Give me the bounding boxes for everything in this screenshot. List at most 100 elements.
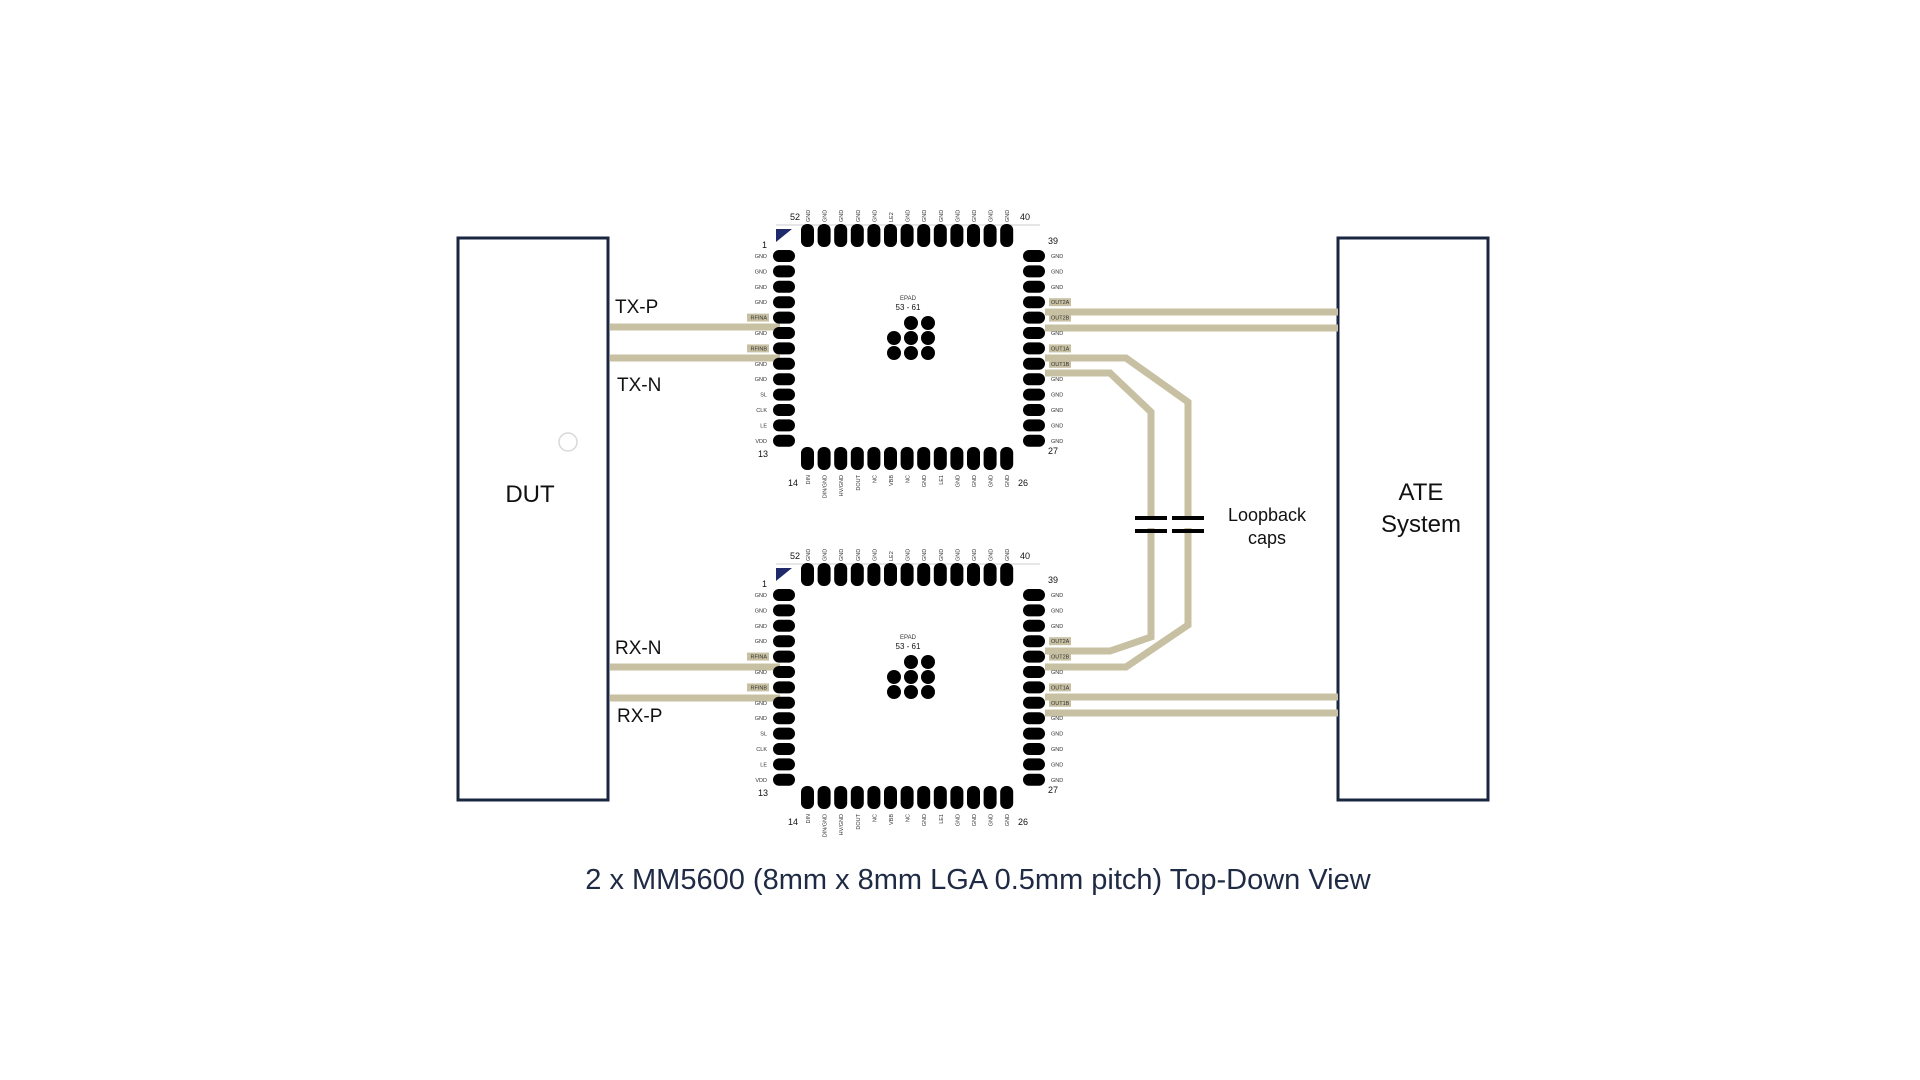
pin-label-top: GND (823, 549, 829, 561)
epad-dot (904, 685, 918, 699)
pin-label-bottom: GND (922, 475, 928, 487)
signal-label-rx-n: RX-N (615, 638, 661, 659)
pad-top (834, 224, 848, 247)
pad-bottom (850, 447, 864, 470)
pin-label-left: GND (755, 331, 767, 337)
pin-label-highlight (747, 652, 769, 661)
pin-label-top: GND (989, 210, 995, 222)
pin-number-right-top: 39 (1048, 236, 1058, 246)
pin-number-bottom-right: 26 (1018, 478, 1028, 488)
pad-right (1023, 434, 1045, 447)
pad-right (1023, 357, 1045, 370)
pin-label-bottom: DIN/GND (823, 475, 829, 498)
pad-right (1023, 696, 1045, 709)
pad-right (1023, 743, 1045, 755)
pin-number-top-left: 52 (790, 551, 800, 561)
pin-label-top: GND (939, 549, 945, 561)
pin-label-right: OUT2B (1051, 655, 1070, 661)
pin-label-bottom: GND (1005, 814, 1011, 826)
pin-label-bottom: VBB (889, 475, 895, 486)
pin-label-bottom: NC (872, 814, 878, 822)
pin-label-right: OUT2B (1051, 316, 1070, 322)
pad-bottom (817, 447, 831, 470)
pad-top (817, 563, 831, 586)
pad-right (1023, 619, 1045, 632)
pin-label-right: OUT1A (1051, 346, 1070, 352)
pin-number-left-bottom: 13 (758, 449, 768, 459)
pin-label-right: GND (1051, 593, 1063, 599)
pin-label-right: GND (1051, 285, 1063, 291)
pin-label-bottom: VBB (889, 814, 895, 825)
pad-top (917, 224, 931, 247)
pin-label-left: GND (755, 377, 767, 383)
pad-bottom (950, 786, 964, 809)
pad-left (773, 681, 795, 694)
pin-label-left: CLK (756, 408, 767, 414)
epad-dot (904, 331, 918, 345)
pad-right (1023, 419, 1045, 432)
pin-label-right: GND (1051, 331, 1063, 337)
pad-bottom (900, 786, 914, 809)
pad-right (1023, 250, 1045, 262)
pad-top (1000, 563, 1014, 586)
signal-traces (610, 308, 1338, 717)
pin-label-highlight (747, 344, 769, 353)
ate-label-line1: ATE (1399, 479, 1444, 506)
pin-label-left: RFINA (751, 316, 768, 322)
pad-right (1023, 342, 1045, 355)
pin-label-top: GND (1005, 210, 1011, 222)
pin-label-highlight (1049, 313, 1071, 322)
pin-label-right: GND (1051, 762, 1063, 768)
pin-label-bottom: GND (989, 814, 995, 826)
pad-bottom (867, 447, 881, 470)
pin-label-top: GND (872, 210, 878, 222)
pad-right (1023, 604, 1045, 617)
pin-label-highlight (1049, 637, 1071, 646)
epad-dot (921, 346, 935, 360)
epad-dot (921, 331, 935, 345)
epad-dot (904, 316, 918, 330)
pin-label-right: GND (1051, 608, 1063, 614)
pad-top (900, 563, 914, 586)
ate-label-line2: System (1381, 511, 1461, 538)
pad-left (773, 265, 795, 278)
pad-left (773, 589, 795, 601)
epad-dot (921, 316, 935, 330)
pin-label-bottom: DOUT (856, 474, 862, 490)
pin-label-right: GND (1051, 778, 1063, 784)
pad-left (773, 604, 795, 617)
pad-right (1023, 388, 1045, 401)
pad-bottom (834, 447, 848, 470)
epad-dot (921, 685, 935, 699)
pin-label-bottom: NC (872, 475, 878, 483)
pin-label-left: RFINB (751, 685, 768, 691)
ate-box (1336, 236, 1490, 802)
pad-right (1023, 589, 1045, 601)
pad-left (773, 727, 795, 740)
epad-dot (887, 331, 901, 345)
pad-right (1023, 404, 1045, 416)
pin-label-right: GND (1051, 254, 1063, 260)
pin-label-right: GND (1051, 423, 1063, 429)
pad-top (967, 563, 980, 586)
pad-top (917, 563, 931, 586)
pin-label-left: LE (760, 423, 767, 429)
pad-bottom (817, 786, 831, 809)
pad-top (884, 563, 897, 586)
pin-label-right: GND (1051, 393, 1063, 399)
caption: 2 x MM5600 (8mm x 8mm LGA 0.5mm pitch) T… (585, 864, 1371, 896)
pin-label-left: GND (755, 300, 767, 306)
epad-dot (904, 655, 918, 669)
pad-right (1023, 773, 1045, 786)
pin-label-left: CLK (756, 747, 767, 753)
pin-label-bottom: GND (955, 475, 961, 487)
pad-top (983, 224, 997, 247)
pin-label-top: GND (839, 210, 845, 222)
pin-label-highlight (1049, 344, 1071, 353)
pad-bottom (950, 447, 964, 470)
pin-label-highlight (747, 683, 769, 692)
pin-label-bottom: DIN (806, 814, 812, 824)
pad-top (850, 224, 864, 247)
pin-label-left: GND (755, 716, 767, 722)
pad-left (773, 388, 795, 401)
